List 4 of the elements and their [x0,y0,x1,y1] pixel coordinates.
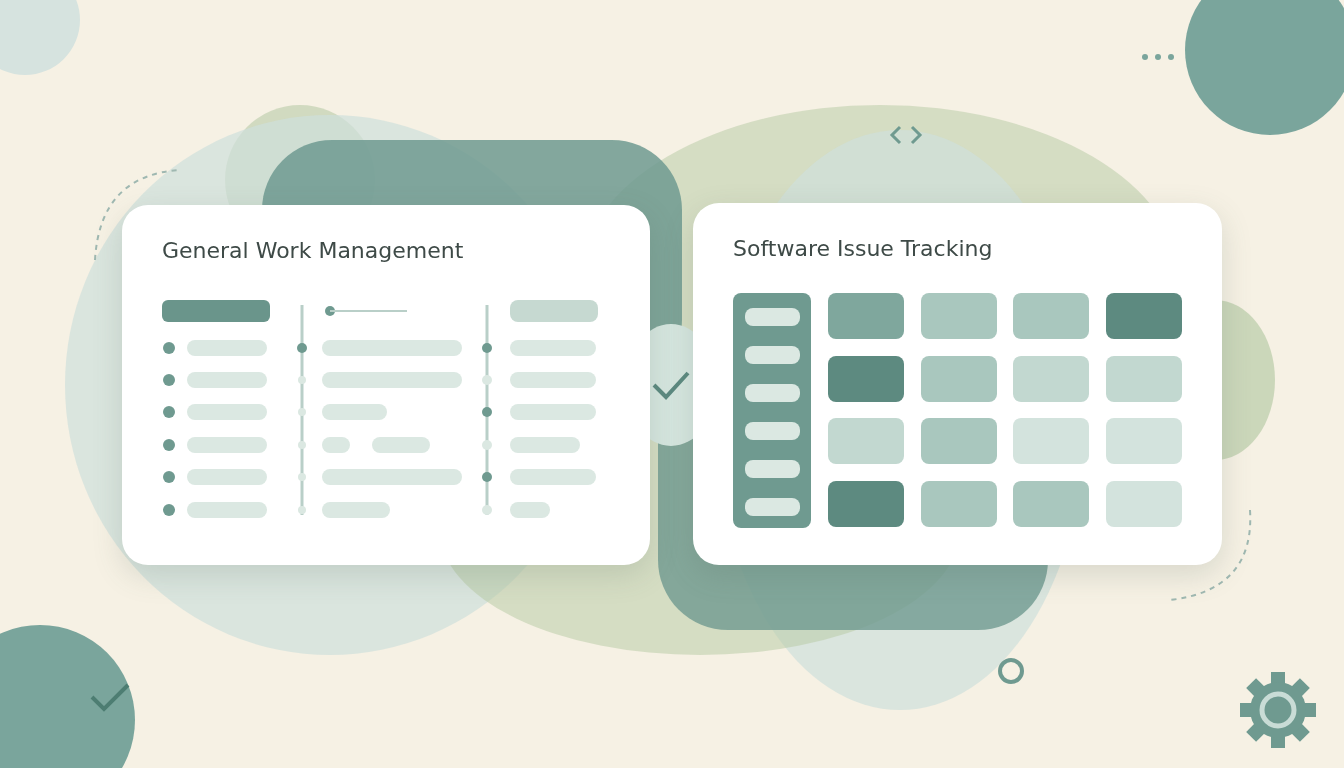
card-title: General Work Management [162,238,464,263]
card-title: Software Issue Tracking [733,236,993,261]
card [693,203,1222,565]
card [122,205,650,565]
